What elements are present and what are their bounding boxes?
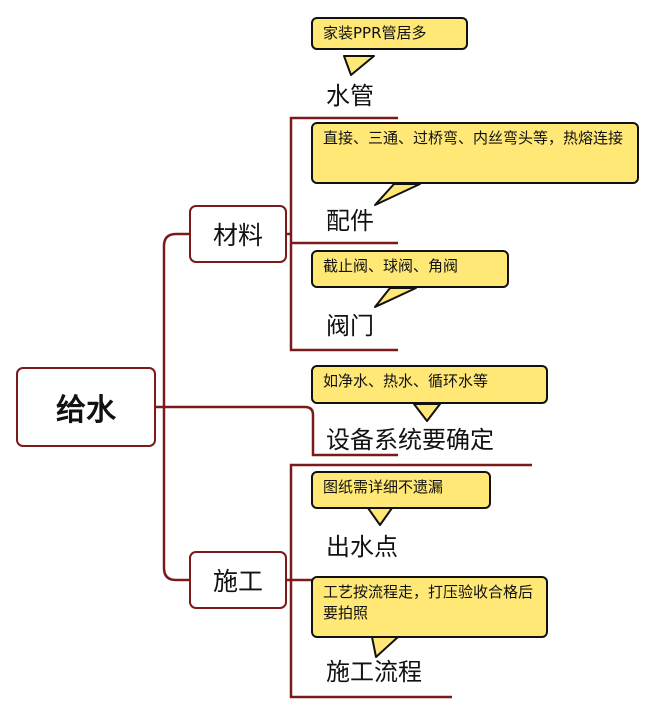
leaf-label: 施工流程 [326,658,422,686]
root-node[interactable]: 给水 [16,367,156,447]
note-chushuidian: 图纸需详细不遗漏 [311,471,491,509]
branch-node-shigong[interactable]: 施工 [189,551,287,609]
leaf-label: 出水点 [326,533,398,561]
note-shebei: 如净水、热水、循环水等 [311,365,548,404]
leaf-chushuidian[interactable]: 出水点 [326,532,398,562]
note-text: 截止阀、球阀、角阀 [323,257,459,275]
leaf-label: 阀门 [326,312,374,340]
note-text: 工艺按流程走，打压验收合格后要拍照 [323,583,534,622]
leaf-label: 配件 [326,207,374,235]
leaf-famen[interactable]: 阀门 [326,311,374,341]
root-label: 给水 [56,393,116,428]
note-text: 如净水、热水、循环水等 [323,372,489,390]
note-peijian: 直接、三通、过桥弯、内丝弯头等，热熔连接 [311,122,639,184]
branch-label: 材料 [212,221,263,250]
note-famen: 截止阀、球阀、角阀 [311,250,509,288]
note-shigongliucheng: 工艺按流程走，打压验收合格后要拍照 [311,576,548,638]
note-tail-6 [371,636,399,658]
note-text: 直接、三通、过桥弯、内丝弯头等，热熔连接 [323,129,624,147]
note-tail-5 [367,507,393,526]
leaf-shuiguan[interactable]: 水管 [326,81,374,111]
branch-label: 施工 [212,567,263,596]
leaf-peijian[interactable]: 配件 [326,206,374,236]
connector-cailiao-bracket [289,116,398,352]
branch-node-cailiao[interactable]: 材料 [189,205,287,263]
leaf-shebei[interactable]: 设备系统要确定 [326,425,494,455]
note-tail-2 [374,183,421,206]
note-tail-1 [343,55,375,76]
note-shuiguan: 家装PPR管居多 [311,17,468,50]
note-text: 家装PPR管居多 [323,24,427,42]
note-tail-4 [413,403,441,422]
connector-root-direct [164,405,398,457]
leaf-label: 水管 [326,82,374,110]
leaf-label: 设备系统要确定 [326,426,494,454]
note-tail-3 [374,287,417,308]
leaf-shigongliucheng[interactable]: 施工流程 [326,657,422,687]
note-text: 图纸需详细不遗漏 [323,478,444,496]
